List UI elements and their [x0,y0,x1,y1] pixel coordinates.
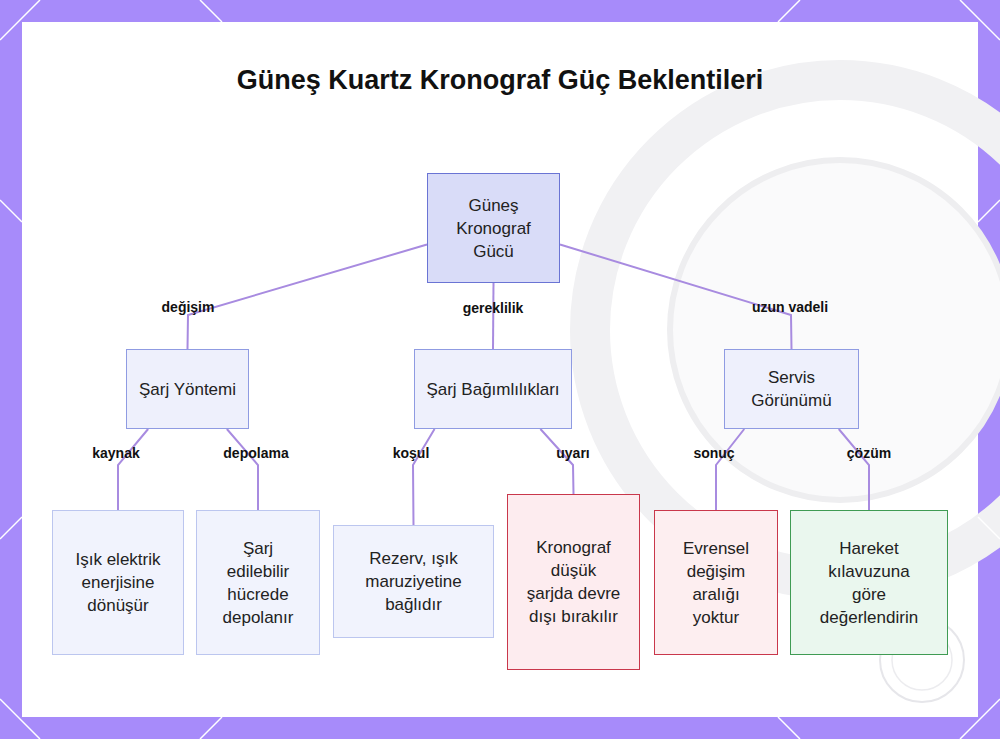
edge-label: gereklilik [463,300,524,316]
faded-watch-dial [670,160,1000,500]
node-label: Servis Görünümü [735,366,848,412]
connector-line [560,245,792,350]
connector-line [716,429,744,510]
root-box: Güneş Kronograf Gücü [427,173,560,283]
edge-label: değişim [162,299,215,315]
node-label: Şarj Yöntemi [139,378,236,401]
faded-watch-illustration [590,80,1000,580]
node-label: Şarj edilebilir hücrede depolanır [213,537,303,629]
edge-label: kaynak [92,445,139,461]
category-box: Şarj Bağımlılıkları [414,349,572,429]
edge-label: çözüm [847,445,891,461]
connector-line [413,429,435,525]
category-box: Servis Görünümü [724,349,859,429]
node-label: Hareket kılavuzuna göre değerlendirin [817,537,921,629]
detail-box: Hareket kılavuzuna göre değerlendirin [790,510,948,655]
detail-box: Evrensel değişim aralığı yoktur [654,510,778,655]
detail-box: Şarj edilebilir hücrede depolanır [196,510,320,655]
edge-label: uyarı [556,445,589,461]
edge-label: sonuç [693,445,734,461]
category-box: Şarj Yöntemi [126,349,249,429]
connector-line [839,429,869,510]
white-panel [22,22,978,717]
node-label: Işık elektrik enerjisine dönüşür [73,548,163,617]
detail-box: Kronograf düşük şarjda devre dışı bırakı… [507,494,640,670]
connector-line [540,429,573,494]
node-label: Şarj Bağımlılıkları [426,378,559,401]
connector-line [118,429,148,510]
detail-box: Işık elektrik enerjisine dönüşür [52,510,184,655]
node-label: Evrensel değişim aralığı yoktur [671,537,761,629]
edge-label: uzun vadeli [752,299,828,315]
detail-box: Rezerv, ışık maruziyetine bağlıdır [333,525,494,638]
node-label: Rezerv, ışık maruziyetine bağlıdır [356,547,471,616]
connector-line [188,245,428,350]
node-label: Kronograf düşük şarjda devre dışı bırakı… [526,536,621,628]
connector-line [492,283,495,349]
edge-label: depolama [223,445,288,461]
node-label: Güneş Kronograf Gücü [442,194,545,263]
connector-line [227,429,258,510]
edge-label: koşul [393,445,430,461]
diagram-title: Güneş Kuartz Kronograf Güç Beklentileri [200,62,800,98]
